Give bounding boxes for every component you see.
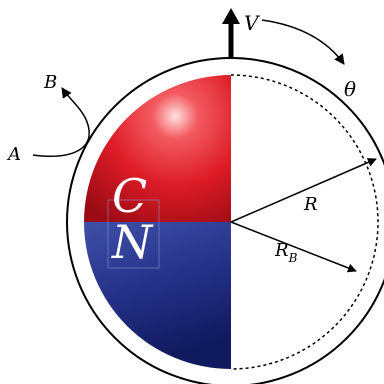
radius-rb-arrow [230,221,357,273]
label-rb: RB [274,240,298,265]
label-theta: θ [344,77,356,101]
label-c: C [112,169,147,223]
label-r: R [303,194,318,215]
label-n: N [111,215,154,269]
dashed-inner-arc [230,74,379,370]
theta-arrow [261,19,345,65]
label-rb-sub: B [288,251,298,265]
blue-quadrant-n [84,222,231,369]
red-quadrant-c [84,75,231,222]
label-v: V [244,11,261,35]
velocity-arrow-head [222,8,240,24]
n-box [107,199,160,269]
label-rb-main: R [274,240,289,261]
radius-r-arrow [230,158,377,223]
label-b: B [43,72,57,93]
label-a: A [6,144,21,165]
a-to-b-arrow [32,87,90,157]
